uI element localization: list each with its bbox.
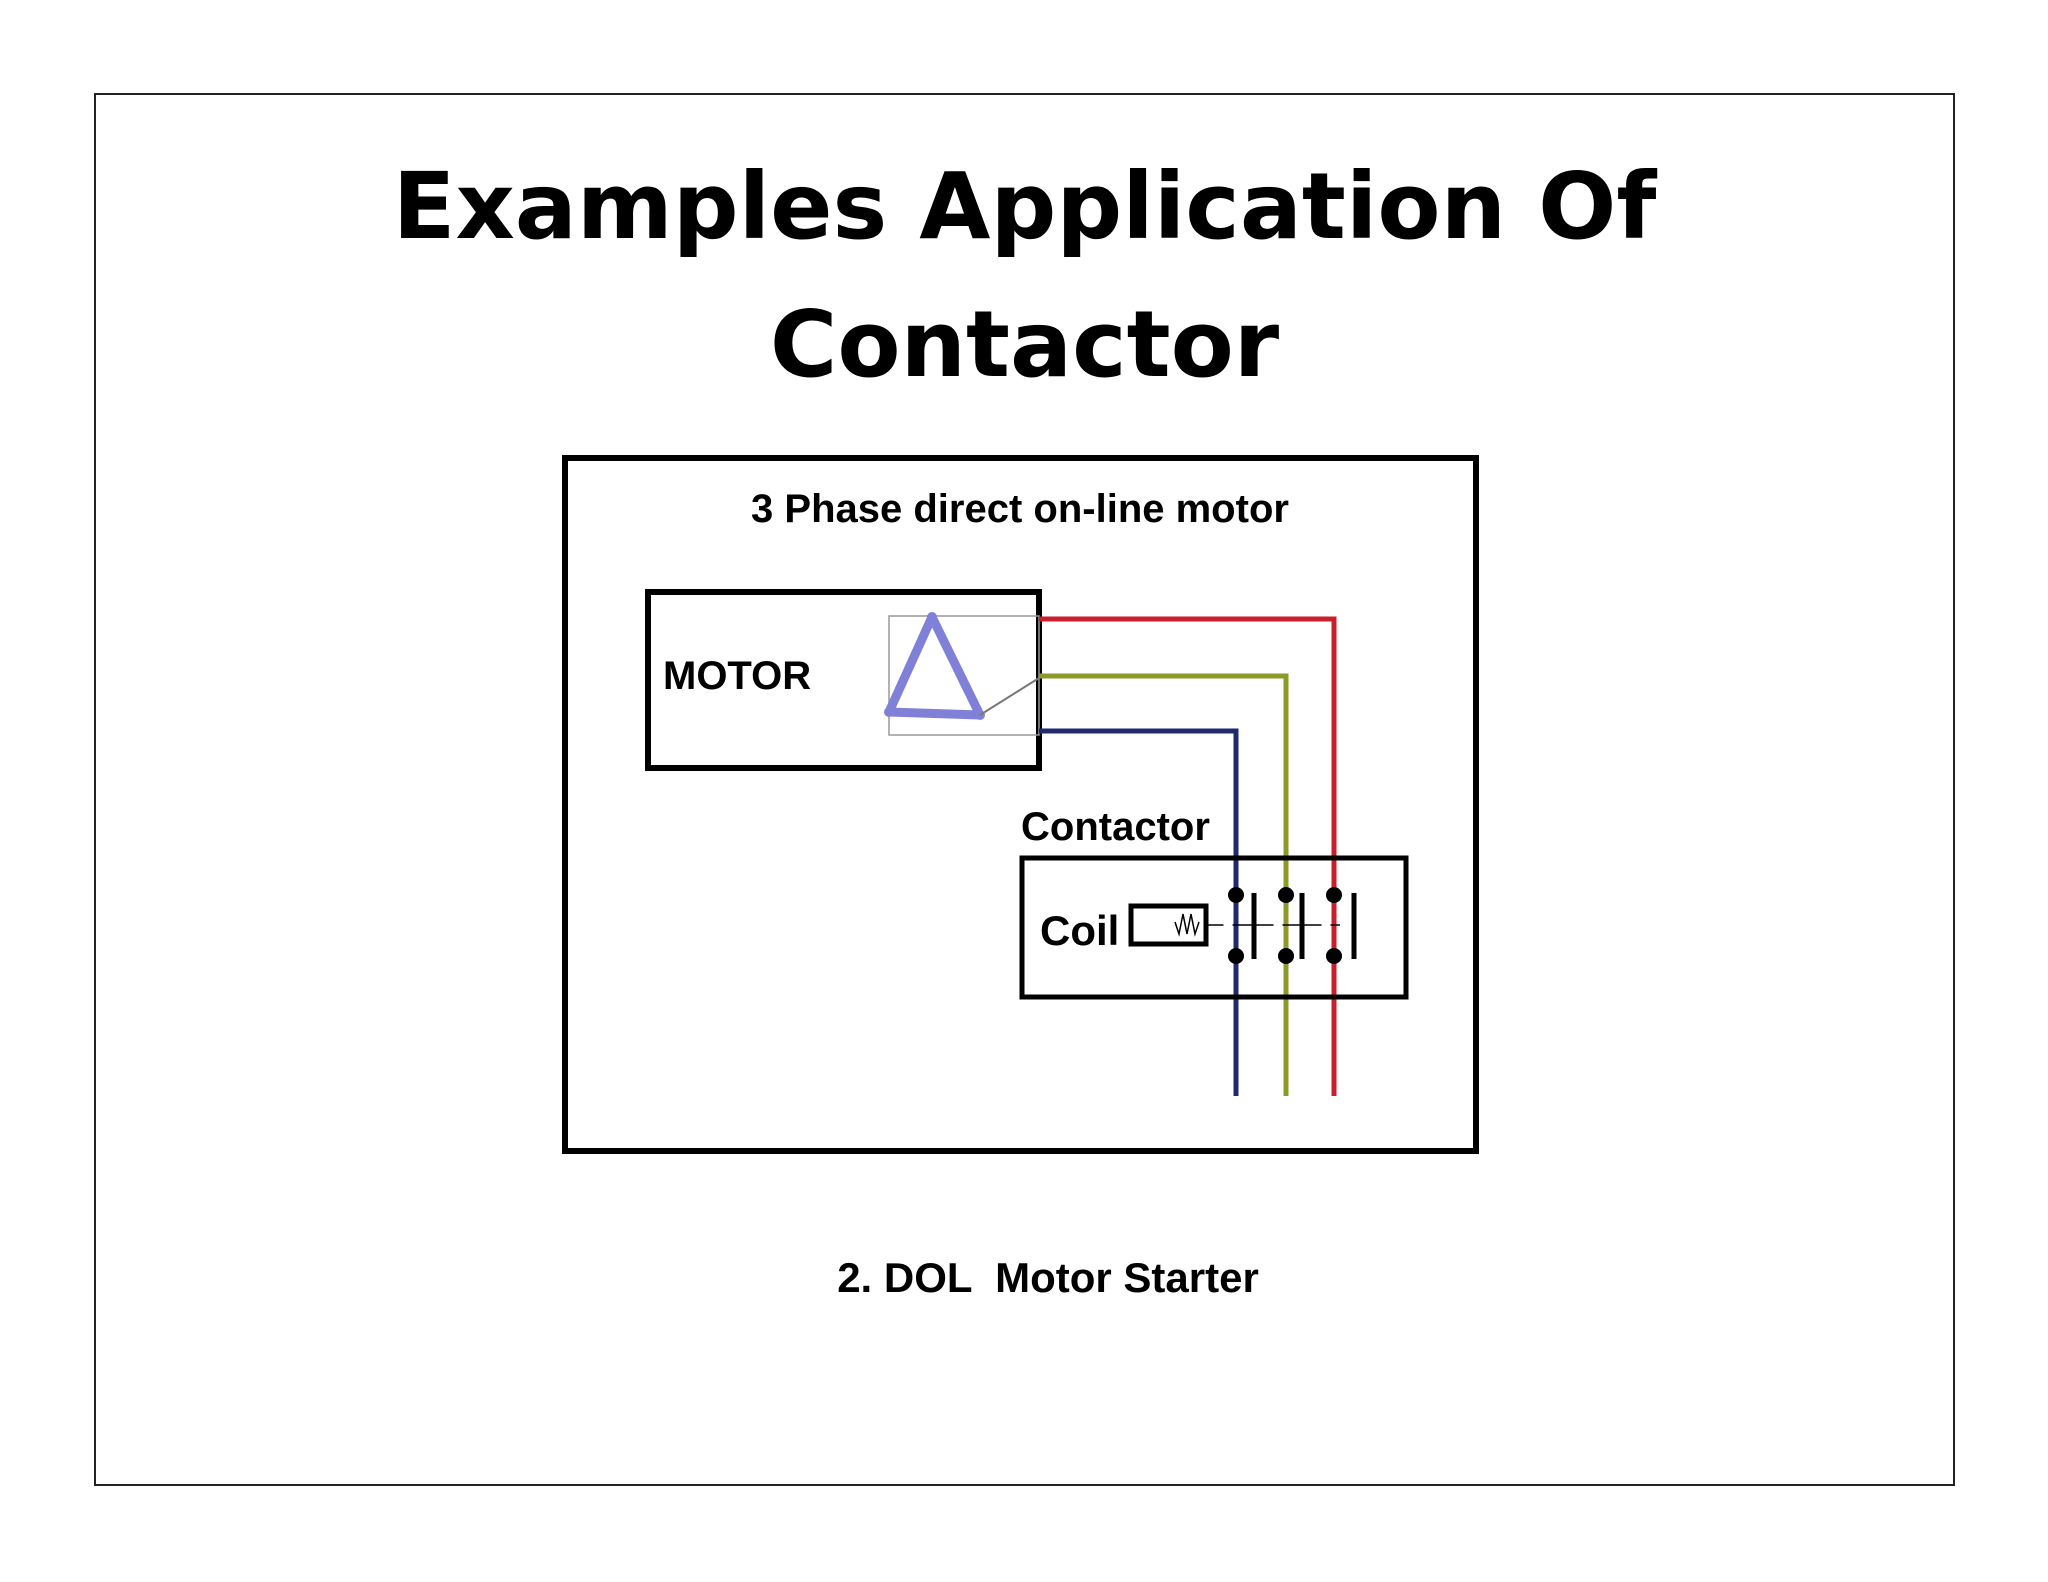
diagram-heading: 3 Phase direct on-line motor (751, 487, 1289, 531)
motor-label: MOTOR (663, 654, 811, 698)
title-line-2: Contactor (769, 291, 1280, 398)
contactor-box (1019, 855, 1409, 1000)
phase-line-red (1039, 616, 1337, 1096)
coil-label: Coil (1040, 907, 1119, 954)
delta-winding-icon (884, 612, 1040, 720)
phase-line-blue (1039, 728, 1239, 1096)
main-contacts-icon (1223, 887, 1357, 964)
slide-title: Examples Application Of Contactor (94, 138, 1955, 414)
coil-icon (1128, 903, 1209, 947)
diagram-frame (562, 455, 1479, 1154)
contactor-label: Contactor (1021, 805, 1210, 849)
title-line-1: Examples Application Of (392, 153, 1657, 260)
slide-caption: 2. DOL Motor Starter (837, 1254, 1259, 1301)
